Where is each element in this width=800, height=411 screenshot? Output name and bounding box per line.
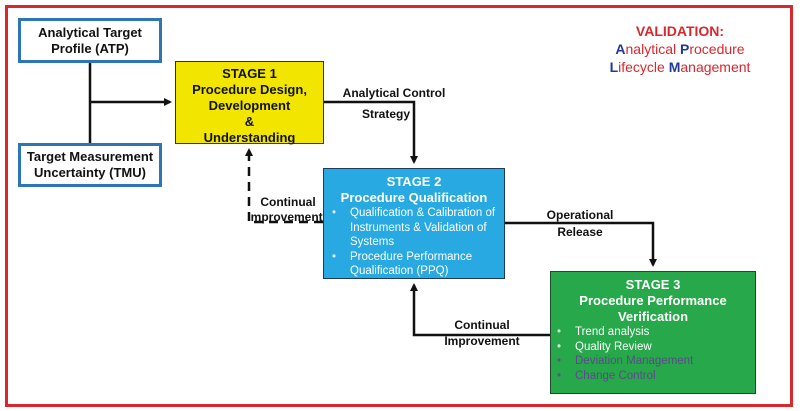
atp-line-1: Analytical Target [38,24,142,40]
stage3-bullets: Trend analysis Quality Review Deviation … [551,325,755,383]
continual-improvement-arrow [410,283,550,337]
stage3-bullet: Change Control [555,369,755,384]
stage3-subtitle: Procedure Performance [579,293,727,308]
stage3-bullet: Trend analysis [555,325,755,340]
stage1-box: STAGE 1 Procedure Design, Development & … [175,61,324,145]
text-anagement: anagement [680,59,751,75]
stage1-line: & [244,114,255,129]
stage1-line: Development [208,98,291,113]
atp-line-2: Profile (ATP) [51,40,129,56]
stage3-bullet: Quality Review [555,340,755,355]
stage2-title: STAGE 2 [386,174,442,189]
stage1-line: Understanding [203,130,296,145]
stage2-bullets: Qualification & Calibration of Instrumen… [324,206,504,279]
label-operational: Operational [546,208,614,222]
stage2-subtitle: Procedure Qualification [340,190,488,205]
stage2-bullet: Procedure Performance Qualification (PPQ… [330,250,504,279]
continual-improvement-dashed-arrow [245,148,323,224]
label-continual-2: Continual [454,318,510,332]
stage3-bullet: Deviation Management [555,354,755,369]
stage2-box: STAGE 2 Procedure Qualification Qualific… [323,168,505,279]
tmu-line-1: Target Measurement [26,149,154,164]
validation-title: VALIDATION: Analytical Procedure Lifecyc… [590,22,770,76]
diagram-frame [5,5,793,407]
analytical-control-strategy-arrow [324,100,418,164]
stage1-line: Procedure Design, [192,82,307,97]
operational-release-arrow [505,221,657,267]
validation-heading: VALIDATION: [635,23,725,39]
initial-a: A [615,41,626,57]
stage3-title: STAGE 3 [625,277,681,292]
stage1-title: STAGE 1 [222,66,277,81]
text-rocedure: rocedure [689,41,745,57]
initial-p: P [679,41,690,57]
initial-l: L [609,59,619,75]
text-ifecycle: ifecycle [618,59,669,75]
label-release: Release [557,225,603,239]
label-strategy: Strategy [361,107,411,121]
stage3-box: STAGE 3 Procedure Performance Verificati… [550,271,756,394]
title-line-1: Analytical Procedure [590,40,770,58]
tmu-line-2: Uncertainty (TMU) [34,165,146,180]
stage2-bullet: Qualification & Calibration of Instrumen… [330,206,504,250]
initial-m: M [668,59,681,75]
label-improvement-1: Improvement [247,210,323,224]
label-analytical-control: Analytical Control [342,86,446,100]
stage3-subtitle: Verification [617,309,689,324]
title-line-2: Lifecycle Management [590,58,770,76]
label-continual-1: Continual [260,195,316,209]
label-improvement-2: Improvement [444,334,520,348]
text-nalytical: nalytical [625,41,680,57]
